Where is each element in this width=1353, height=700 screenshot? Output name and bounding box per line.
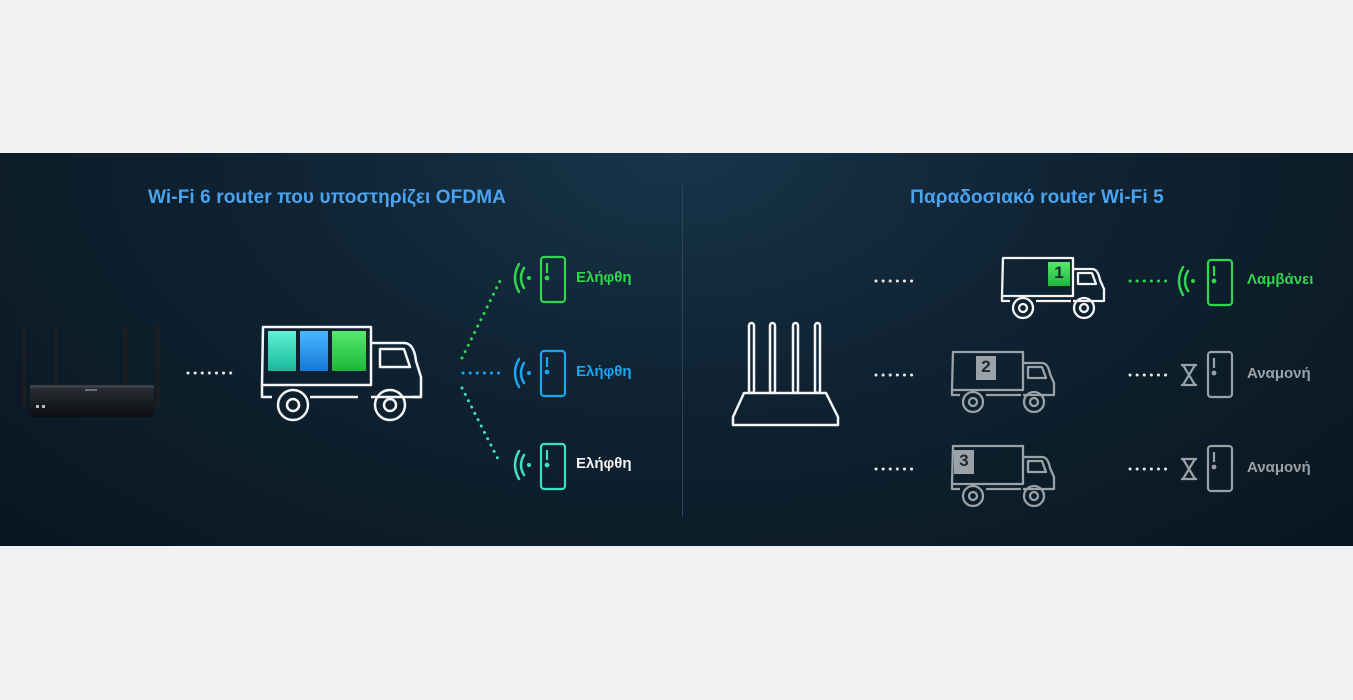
panel-divider xyxy=(682,185,683,517)
truck-1-icon xyxy=(1000,256,1106,320)
phone-icon xyxy=(1206,444,1234,493)
wifi-signal-icon xyxy=(1177,265,1195,297)
ofdma-truck-icon xyxy=(260,325,423,422)
truck-2-number: 2 xyxy=(981,357,991,376)
truck-box-blue xyxy=(300,331,328,371)
wifi5-device-1-status: Λαμβάνει xyxy=(1247,271,1314,288)
truck-2-icon xyxy=(950,350,1056,414)
link-to-device-3 xyxy=(460,386,502,465)
truck-1-box xyxy=(1048,262,1070,286)
truck-1-number: 1 xyxy=(1054,263,1064,282)
wifi6-panel-title: Wi-Fi 6 router που υποστηρίζει OFDMA xyxy=(148,187,506,208)
wifi5-panel-title: Παραδοσιακό router Wi-Fi 5 xyxy=(910,187,1164,208)
wifi-signal-icon xyxy=(513,357,531,389)
wifi-signal-icon xyxy=(513,449,531,481)
truck-box-green xyxy=(332,331,366,371)
link-to-device-1 xyxy=(460,279,502,360)
phone-icon xyxy=(1206,350,1234,399)
ofdma-comparison-banner: Wi-Fi 6 router που υποστηρίζει OFDMA Παρ… xyxy=(0,153,1353,546)
truck-3-icon xyxy=(950,444,1056,508)
truck-2-box xyxy=(976,356,996,380)
wifi5-router-icon xyxy=(731,321,840,427)
wifi-signal-icon xyxy=(513,262,531,294)
hourglass-icon xyxy=(1181,363,1197,387)
truck-3-number: 3 xyxy=(959,451,969,470)
truck-box-teal xyxy=(268,331,296,371)
wifi5-device-3-status: Αναμονή xyxy=(1247,459,1311,476)
wifi5-device-2-status: Αναμονή xyxy=(1247,365,1311,382)
phone-icon xyxy=(539,442,567,491)
hourglass-icon xyxy=(1181,457,1197,481)
phone-icon xyxy=(539,255,567,304)
wifi6-router-image xyxy=(22,325,160,417)
phone-icon xyxy=(539,349,567,398)
phone-icon xyxy=(1206,258,1234,307)
truck-3-box xyxy=(954,450,974,474)
device-2-status: Ελήφθη xyxy=(576,363,632,380)
device-3-status: Ελήφθη xyxy=(576,455,632,472)
diagram-graphics xyxy=(22,255,1234,508)
device-1-status: Ελήφθη xyxy=(576,269,632,286)
